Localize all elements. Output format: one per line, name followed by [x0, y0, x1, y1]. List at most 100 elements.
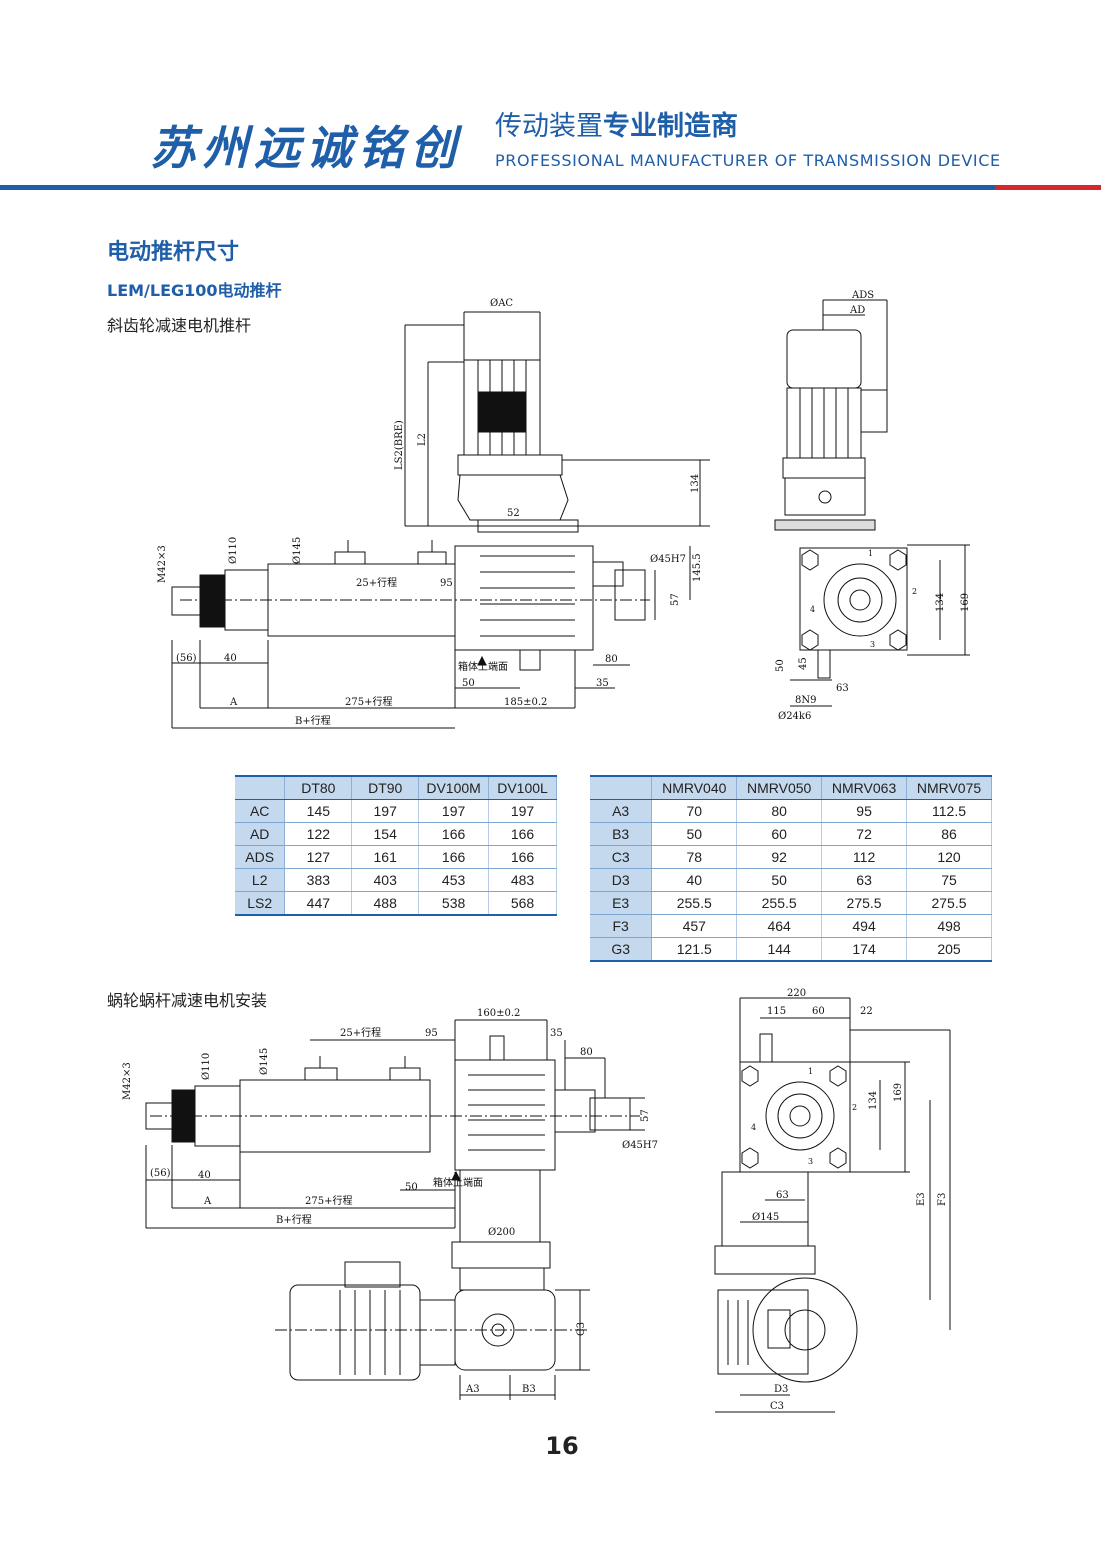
table-header-row: NMRV040 NMRV050 NMRV063 NMRV075 [590, 775, 992, 800]
cell: 483 [488, 868, 557, 892]
port-2: 2 [912, 587, 917, 596]
cell: 457 [651, 914, 738, 938]
row-header: L2 [235, 868, 286, 892]
cell: 70 [651, 799, 738, 823]
row-header: G3 [590, 937, 653, 962]
cell: 205 [906, 937, 992, 962]
dim-220: 220 [787, 988, 806, 999]
table-header-row: DT80 DT90 DV100M DV100L [235, 775, 557, 800]
brand-name: 苏州远诚铭创 [150, 121, 462, 175]
header-rule-red [995, 185, 1101, 190]
header-cell: NMRV050 [736, 775, 823, 800]
cell: 488 [351, 891, 420, 916]
dim-95: 95 [425, 1028, 438, 1039]
cell: 112 [821, 845, 908, 869]
dim-57: 57 [670, 593, 681, 606]
cell: 145 [284, 799, 353, 823]
caption-helical: 斜齿轮减速电机推杆 [107, 316, 252, 335]
port-1: 1 [808, 1067, 813, 1076]
cell: 95 [821, 799, 908, 823]
page-number: 16 [545, 1432, 579, 1460]
cell: 40 [651, 868, 738, 892]
dim-stroke25: 25+行程 [356, 576, 397, 589]
cell: 464 [736, 914, 823, 938]
dim-50: 50 [775, 659, 786, 672]
header-cell: DT90 [351, 775, 420, 800]
cell: 127 [284, 845, 353, 869]
header-rule-blue [0, 185, 995, 190]
dim-stroke25: 25+行程 [340, 1026, 381, 1039]
cell: 538 [418, 891, 490, 916]
dim-52: 52 [507, 508, 520, 519]
cell: 447 [284, 891, 353, 916]
cell: 498 [906, 914, 992, 938]
cell: 75 [906, 868, 992, 892]
rod-end [171, 586, 201, 616]
tagline-cn: 传动装置专业制造商 [495, 104, 738, 143]
dim-o145: Ø145 [752, 1212, 779, 1223]
cell: 275.5 [821, 891, 908, 915]
dim-80: 80 [605, 654, 618, 665]
dim-169: 169 [960, 593, 971, 612]
dim-145-5: 145.5 [692, 553, 703, 582]
dim-63: 63 [776, 1190, 789, 1201]
port-1: 1 [868, 549, 873, 558]
tagline-en: PROFESSIONAL MANUFACTURER OF TRANSMISSIO… [495, 151, 1001, 170]
section-subtitle: LEM/LEG100电动推杆 [107, 281, 282, 300]
cell: 80 [736, 799, 823, 823]
cell: 72 [821, 822, 908, 846]
header-cell: DV100L [488, 775, 557, 800]
row-header: B3 [590, 822, 653, 846]
cell: 78 [651, 845, 738, 869]
cell: 494 [821, 914, 908, 938]
dim-185: 185±0.2 [504, 697, 547, 708]
caption-worm: 蜗轮蜗杆减速电机安装 [107, 991, 268, 1010]
dim-o145: Ø145 [259, 1048, 270, 1075]
dim-oac: ØAC [490, 298, 513, 309]
dim-80: 80 [580, 1047, 593, 1058]
dim-63: 63 [836, 683, 849, 694]
port-2: 2 [852, 1103, 857, 1112]
row-header: D3 [590, 868, 653, 892]
cell: 144 [736, 937, 823, 962]
cell: 161 [351, 845, 420, 869]
dim-40: 40 [224, 653, 237, 664]
drawing-helical-end: ADS AD 134 169 50 45 63 8N9 Ø24k6 1 2 3 … [774, 290, 971, 722]
terminal-box [477, 391, 527, 433]
dim-134: 134 [690, 474, 701, 493]
row-header: C3 [590, 845, 653, 869]
cell: 453 [418, 868, 490, 892]
cell: 197 [488, 799, 557, 823]
header-cell: DT80 [284, 775, 353, 800]
dim-l2: L2 [417, 433, 428, 446]
cell: 50 [736, 868, 823, 892]
dim-115: 115 [767, 1006, 786, 1017]
dim-a: A [203, 1196, 212, 1207]
dim-35: 35 [596, 678, 609, 689]
dim-a3: A3 [465, 1384, 480, 1395]
dim-b-stroke: B+行程 [276, 1213, 312, 1226]
dim-169: 169 [893, 1083, 904, 1102]
label-box-top: 箱体上端面 [433, 1176, 483, 1189]
dim-f3: F3 [937, 1193, 948, 1206]
dim-stroke275: 275+行程 [345, 695, 392, 708]
cell: 166 [418, 845, 490, 869]
gearbox [454, 545, 594, 651]
drawing-worm-end: 220 115 60 22 134 169 63 Ø145 E3 F3 D3 C… [714, 988, 951, 1413]
dim-56: (56) [150, 1168, 171, 1179]
row-header: A3 [590, 799, 653, 823]
dim-o110: Ø110 [201, 1053, 212, 1080]
header-cell: NMRV075 [906, 775, 992, 800]
cell: 174 [821, 937, 908, 962]
dim-8n9: 8N9 [795, 695, 816, 706]
worm-wheel [752, 1277, 858, 1383]
dim-c3: C3 [576, 1322, 587, 1336]
dim-95: 95 [440, 578, 453, 589]
cell: 86 [906, 822, 992, 846]
